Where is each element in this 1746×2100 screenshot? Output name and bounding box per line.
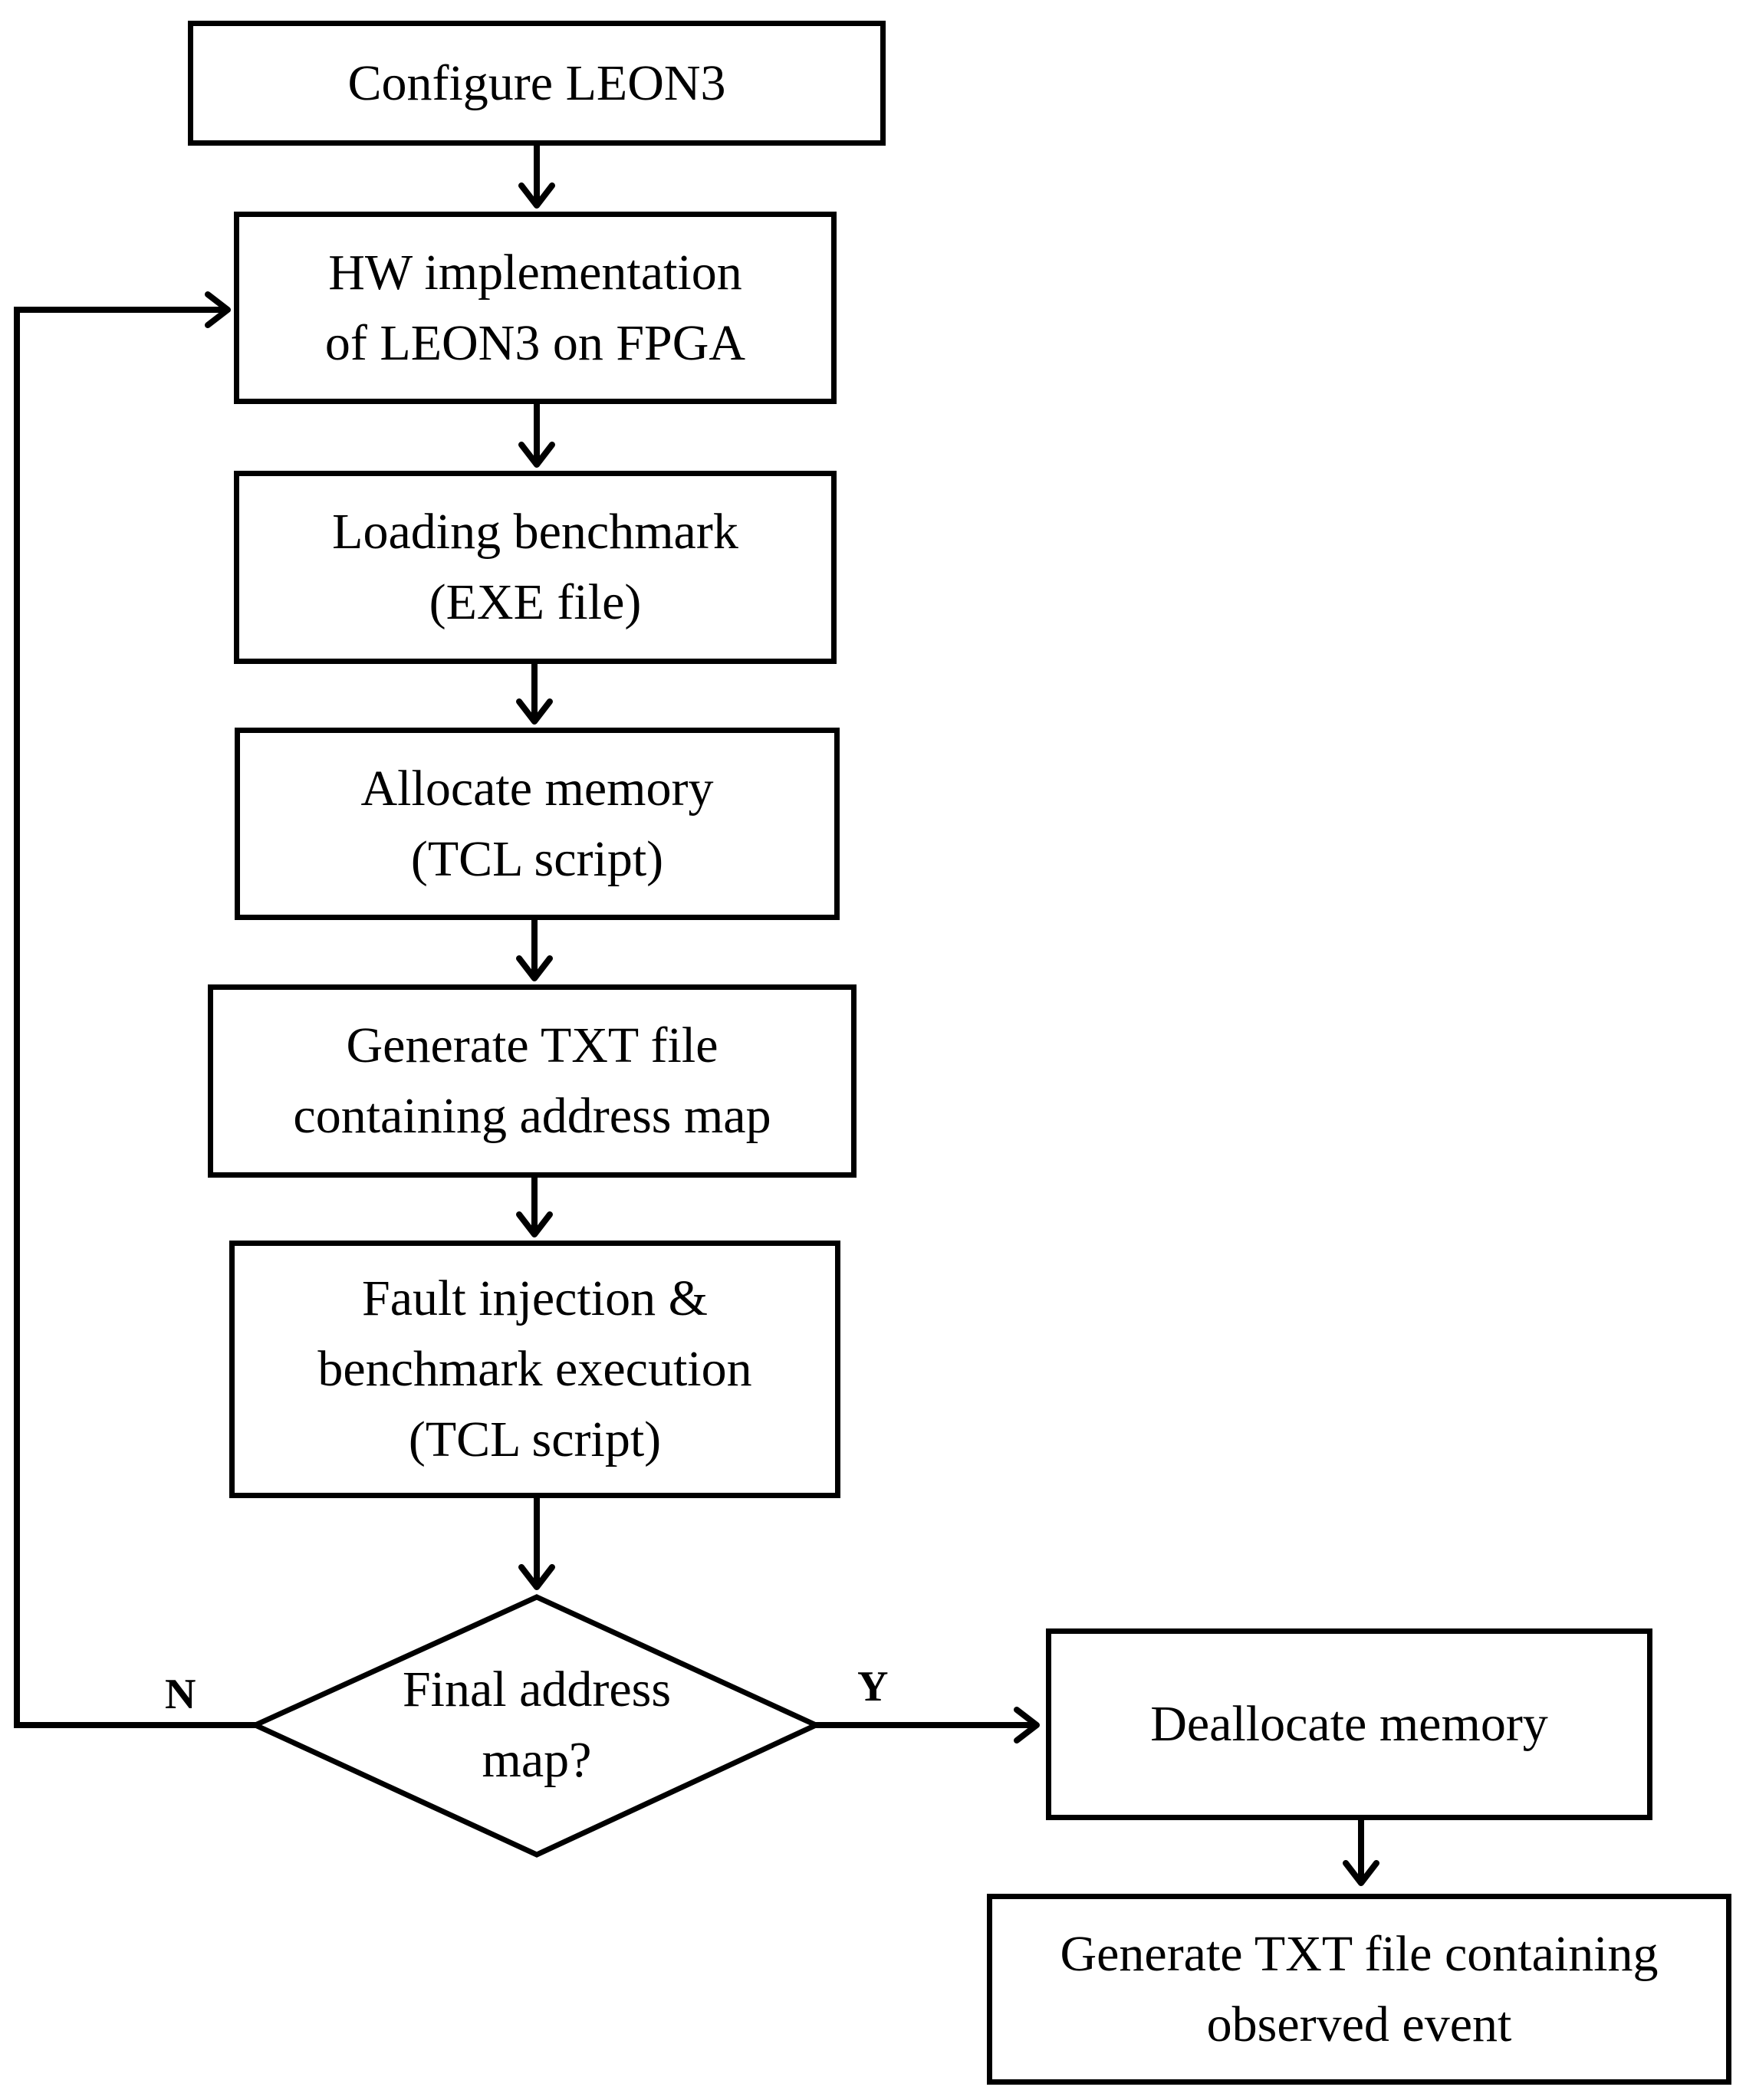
configure-leon3-step: Configure LEON3 <box>188 21 886 146</box>
generate-observed-event-line-2: observed event <box>1206 1996 1512 2052</box>
allocate-memory-line-2: (TCL script) <box>410 830 664 887</box>
generate-address-map-line-2: containing address map <box>293 1088 771 1144</box>
loading-benchmark-line-1: Loading benchmark <box>332 504 738 560</box>
deallocate-memory-label: Deallocate memory <box>1150 1696 1548 1752</box>
arrowhead-deallocate <box>1014 1707 1040 1743</box>
generate-address-map-line-1: Generate TXT file <box>346 1017 718 1073</box>
generate-address-map-step: Generate TXT file containing address map <box>208 984 857 1178</box>
allocate-memory-step: Allocate memory (TCL script) <box>235 728 840 920</box>
arrowhead-decision <box>518 1564 555 1590</box>
deallocate-memory-step: Deallocate memory <box>1046 1628 1652 1820</box>
arrowhead-generate-events <box>1343 1860 1379 1886</box>
arrowhead-fault <box>516 1211 553 1237</box>
arrowhead-generate <box>516 955 553 981</box>
decision-label: Final address map? <box>353 1648 721 1802</box>
fault-injection-line-3: (TCL script) <box>408 1412 662 1467</box>
yes-branch-label: Y <box>857 1663 889 1711</box>
arrowhead-loading <box>518 442 555 468</box>
allocate-memory-line-1: Allocate memory <box>360 760 714 817</box>
decision-line-1: Final address <box>402 1661 672 1717</box>
loading-benchmark-line-2: (EXE file) <box>429 574 642 630</box>
arrowhead-hw <box>518 182 555 209</box>
decision-line-2: map? <box>482 1732 592 1788</box>
hw-implementation-line-1: HW implementation <box>328 244 742 301</box>
arrowhead-loop-hw <box>205 291 231 328</box>
arrowhead-allocate <box>516 698 553 725</box>
loading-benchmark-step: Loading benchmark (EXE file) <box>234 471 837 664</box>
fault-injection-step: Fault injection & benchmark execution (T… <box>229 1241 840 1498</box>
fault-injection-line-2: benchmark execution <box>317 1341 752 1397</box>
hw-implementation-step: HW implementation of LEON3 on FPGA <box>234 212 837 404</box>
no-branch-label: N <box>165 1671 196 1718</box>
decision-diamond <box>248 1594 823 1858</box>
fault-injection-line-1: Fault injection & <box>362 1270 708 1326</box>
generate-observed-event-step: Generate TXT file containing observed ev… <box>987 1894 1731 2085</box>
arrow-decision-no-loop <box>14 307 258 1728</box>
generate-observed-event-line-1: Generate TXT file containing <box>1060 1925 1659 1982</box>
hw-implementation-line-2: of LEON3 on FPGA <box>324 314 746 371</box>
configure-leon3-label: Configure LEON3 <box>347 54 726 111</box>
